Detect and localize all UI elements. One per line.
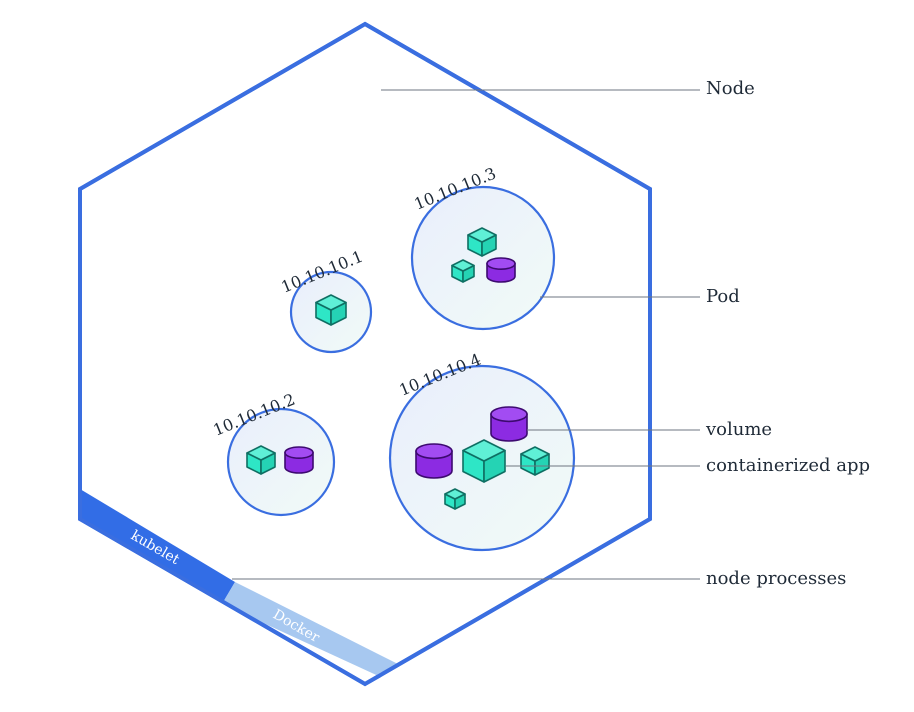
volume-icon: [490, 406, 528, 442]
container-icon: [246, 445, 276, 475]
cylinder-top: [284, 446, 314, 459]
cube-face-top: [462, 439, 506, 462]
volume-icon: [415, 443, 453, 479]
callout-containerized-app: containerized app: [706, 455, 870, 476]
volume-icon: [486, 257, 516, 283]
kubelet-strip: [80, 489, 235, 604]
container-icon: [451, 259, 475, 283]
volume-icon: [284, 446, 314, 474]
node-processes: [80, 489, 398, 679]
pod-circle: [226, 407, 336, 517]
container-icon: [315, 294, 347, 326]
cube-face-top: [315, 294, 347, 311]
callout-node-processes: node processes: [706, 568, 846, 589]
callout-node: Node: [706, 78, 755, 99]
callout-volume: volume: [705, 419, 772, 440]
container-icon: [520, 446, 550, 476]
node-hexagon: [78, 21, 652, 687]
callout-pod: Pod: [706, 286, 740, 307]
cylinder-top: [415, 443, 453, 460]
container-icon: [444, 488, 466, 510]
cylinder-top: [486, 257, 516, 270]
cube-face-top: [520, 446, 550, 462]
cube-face-top: [246, 445, 276, 461]
cube-face-top: [467, 227, 497, 243]
docker-strip: [222, 582, 398, 679]
pod-circle: [410, 185, 556, 331]
cube-face-top: [451, 259, 475, 272]
container-icon: [467, 227, 497, 257]
cylinder-top: [490, 406, 528, 423]
container-icon: [462, 439, 506, 483]
cube-face-top: [444, 488, 466, 500]
